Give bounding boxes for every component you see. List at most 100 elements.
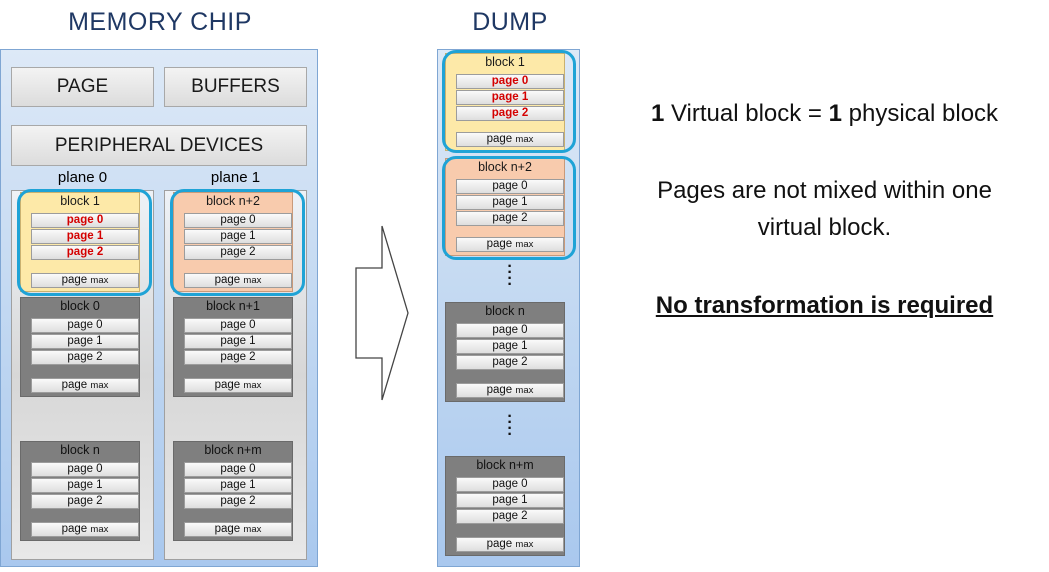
note-no-transformation: No transformation is required [655,292,994,319]
page-max-cell: page max [184,378,292,393]
block-title: block n+m [476,458,534,472]
block-title: block n [60,443,100,457]
buffers-button: BUFFERS [164,67,307,107]
page-max-cell: page max [456,383,564,398]
page-max-suffix: max [243,275,262,286]
page-cell: page 0 [456,477,564,492]
peripheral-devices-button: PERIPHERAL DEVICES [11,125,307,166]
page-cell: page 0 [456,74,564,89]
page-max-suffix: max [243,524,262,535]
page-cell: page 2 [456,211,564,226]
block-title: block n+1 [206,299,260,313]
note-num-1: 1 [650,100,665,127]
page-max-label: page [214,523,241,535]
virtual-block-ring [442,156,576,260]
virtual-block-ring [442,50,576,153]
ellipsis-dots: ···· [507,408,513,443]
page-cell: page 2 [456,355,564,370]
page-cell: page 1 [31,478,139,493]
page-cell: page 1 [456,90,564,105]
note-end: physical block [841,100,999,127]
page-max-label: page [214,379,241,391]
page-cell: page 0 [31,462,139,477]
page-max-suffix: max [243,380,262,391]
page-cell: page 0 [456,323,564,338]
page-max-label: page [61,274,88,286]
page-cell: page 1 [31,229,139,244]
page-max-cell: page max [184,522,292,537]
page-max-cell: page max [184,273,292,288]
plane-0-label: plane 0 [57,169,108,186]
page-max-label: page [61,379,88,391]
block-title: block n+2 [206,194,260,208]
block-title: block n+m [204,443,262,457]
note-mid: Virtual block = [664,100,829,127]
page-max-suffix: max [515,385,534,396]
page-max-label: page [486,538,513,550]
page-max-label: page [486,238,513,250]
page-max-label: page [214,274,241,286]
page-max-cell: page max [31,273,139,288]
page-cell: page 0 [184,213,292,228]
note-equivalence: 1 Virtual block = 1 physical block [600,100,1049,128]
page-cell: page 2 [184,494,292,509]
block-title: block n [485,304,525,318]
memory-chip-title: MEMORY CHIP [68,8,252,36]
page-max-cell: page max [456,537,564,552]
block-title: block 1 [485,55,525,69]
note-pages-line-1: Pages are not mixed within one [657,177,992,204]
page-max-label: page [486,133,513,145]
page-max-suffix: max [90,524,109,535]
page-cell: page 2 [31,350,139,365]
block-title: block n+2 [478,160,532,174]
page-max-suffix: max [515,239,534,250]
page-max-label: page [486,384,513,396]
page-cell: page 2 [31,245,139,260]
note-pages-line-2: virtual block. [757,214,892,241]
virtual-block-ring [170,189,305,296]
page-max-label: page [61,523,88,535]
page-cell: page 1 [456,195,564,210]
page-max-cell: page max [456,237,564,252]
page-max-cell: page max [31,378,139,393]
page-button: PAGE [11,67,154,107]
page-cell: page 2 [31,494,139,509]
page-cell: page 1 [184,478,292,493]
page-max-suffix: max [515,539,534,550]
block-title: block 0 [60,299,100,313]
page-cell: page 1 [456,493,564,508]
page-cell: page 1 [184,229,292,244]
page-cell: page 1 [456,339,564,354]
page-cell: page 2 [184,350,292,365]
note-num-2: 1 [828,100,842,127]
dump-title: DUMP [472,8,548,36]
page-cell: page 2 [184,245,292,260]
page-cell: page 0 [184,318,292,333]
page-cell: page 2 [456,106,564,121]
page-cell: page 0 [31,318,139,333]
page-max-suffix: max [515,134,534,145]
page-cell: page 1 [31,334,139,349]
page-max-suffix: max [90,380,109,391]
ellipsis-dots: ···· [507,258,513,293]
transfer-arrow-icon [355,225,409,401]
page-cell: page 0 [31,213,139,228]
page-cell: page 0 [184,462,292,477]
plane-1-label: plane 1 [210,169,261,186]
page-cell: page 1 [184,334,292,349]
page-max-cell: page max [456,132,564,147]
page-max-cell: page max [31,522,139,537]
block-title: block 1 [60,194,100,208]
page-cell: page 2 [456,509,564,524]
page-max-suffix: max [90,275,109,286]
page-cell: page 0 [456,179,564,194]
